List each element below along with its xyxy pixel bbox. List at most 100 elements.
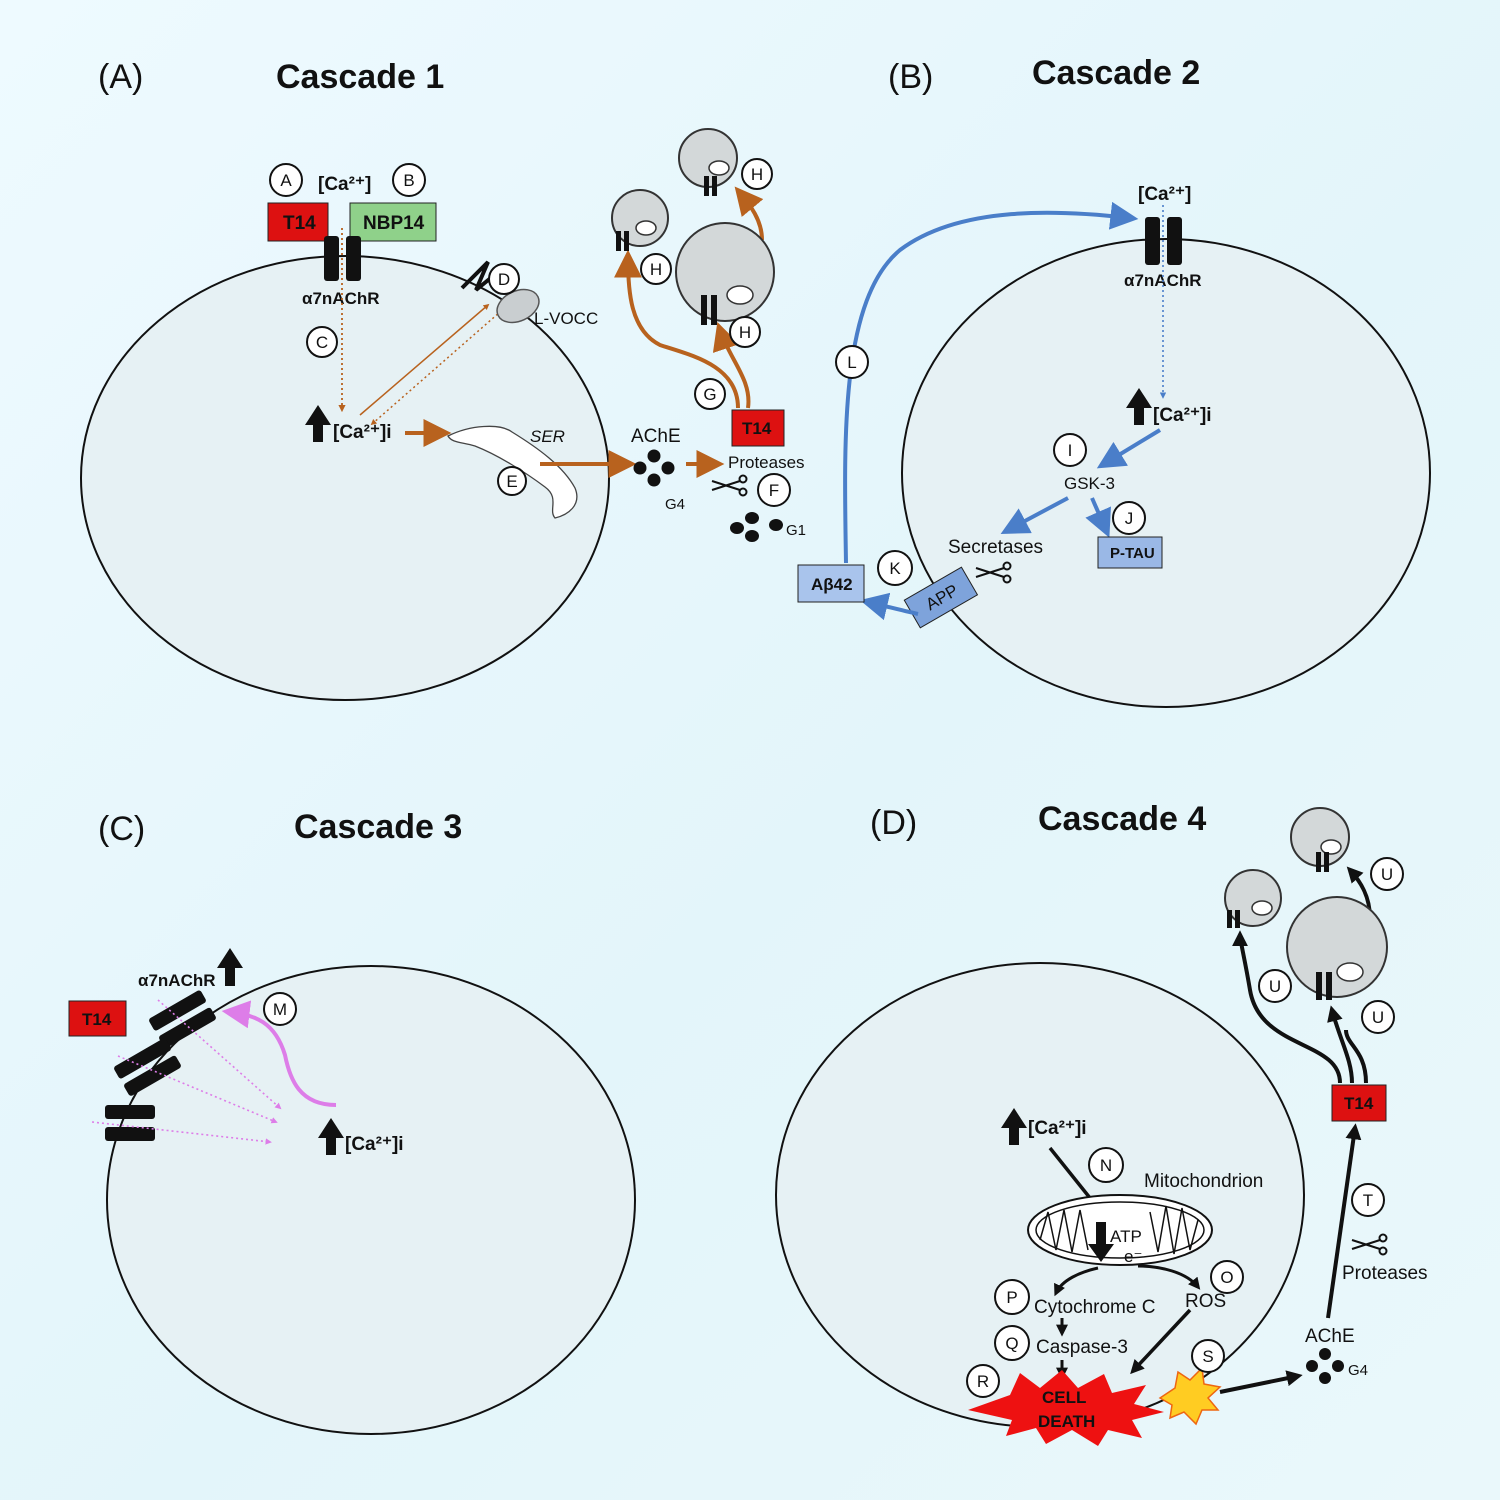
- step-markers: A B C D E F G H H H I J K L M N O P Q R …: [263, 158, 1404, 1398]
- arrow-gsk3-to-ptau: [1085, 497, 1111, 538]
- step-q: Q: [994, 1325, 1030, 1361]
- receptor-a7-a: [324, 236, 361, 281]
- g1-label: G1: [786, 522, 806, 539]
- step-p: P: [994, 1279, 1030, 1315]
- svg-text:I: I: [1068, 441, 1073, 460]
- gsk3-label: GSK-3: [1064, 474, 1115, 493]
- arrow-t14-to-cell1: [614, 249, 740, 409]
- ca-ext-b: [Ca²⁺]: [1138, 184, 1191, 205]
- panel-c: (C) Cascade 3 T14 α7nAChR [Ca²⁺]i: [68, 808, 636, 1435]
- secretases-label: Secretases: [948, 537, 1043, 558]
- t14-released-label-a: T14: [742, 419, 772, 438]
- up-arrow-icon: [217, 948, 243, 986]
- lvocc-label: L-VOCC: [534, 309, 598, 328]
- ache-g1-icon: [730, 512, 783, 542]
- svg-text:G: G: [703, 385, 716, 404]
- arrow-ab42-to-receptor: [843, 201, 1139, 564]
- step-e: E: [497, 466, 527, 496]
- step-n: N: [1088, 1147, 1124, 1183]
- ache-g4-icon: [1306, 1348, 1344, 1384]
- arrow-t14-to-cell2: [712, 322, 751, 409]
- svg-text:M: M: [273, 1000, 287, 1019]
- panel-d: (D) Cascade 4 [Ca²⁺]i Mitochondrion ATP …: [775, 800, 1428, 1446]
- cell-death-label-1: CELL: [1042, 1388, 1086, 1407]
- atp-label: ATP: [1110, 1227, 1142, 1246]
- arrow-t14-to-cell1-d: [1232, 930, 1342, 1084]
- arrow-to-cell3: [734, 186, 764, 241]
- ache-g4-icon: [633, 449, 675, 487]
- ptau-box: [1097, 536, 1163, 569]
- receptor-cluster-c: [105, 990, 216, 1141]
- ab42-label: Aβ42: [811, 575, 853, 594]
- step-u2: U: [1258, 969, 1292, 1003]
- t14-box-d: [1331, 1084, 1387, 1122]
- neighbour-cell-1: [611, 189, 669, 251]
- proteases-label-d: Proteases: [1342, 1263, 1428, 1284]
- t14-box-a: [267, 202, 329, 242]
- a7-label-a: α7nAChR: [302, 289, 380, 308]
- svg-text:B: B: [403, 171, 414, 190]
- ros-label: ROS: [1185, 1291, 1226, 1312]
- arrow-ros-to-death: [1130, 1308, 1192, 1375]
- panel-b: (B) Cascade 2 [Ca²⁺] α7nAChR [Ca²⁺]i GSK…: [797, 54, 1431, 708]
- svg-text:J: J: [1125, 509, 1134, 528]
- t14-label-d: T14: [1344, 1094, 1374, 1113]
- cell-death-burst: [968, 1370, 1164, 1446]
- ca-influx-arrows-c: [91, 999, 282, 1145]
- step-h2: H: [640, 253, 672, 285]
- step-r: R: [966, 1364, 1000, 1398]
- step-u3: U: [1361, 1000, 1395, 1034]
- arrow-to-lvocc: [359, 303, 490, 416]
- ca-ext-a: [Ca²⁺]: [318, 174, 371, 195]
- ache-label-a: AChE: [631, 426, 681, 447]
- svg-text:H: H: [650, 260, 662, 279]
- eminus-label: e⁻: [1124, 1247, 1142, 1266]
- arrow-ache-to-t14-d: [1326, 1123, 1362, 1319]
- neighbour-cell-1-d: [1224, 869, 1282, 928]
- svg-text:K: K: [889, 559, 901, 578]
- arrow-from-lvocc: [370, 311, 501, 426]
- svg-text:F: F: [769, 481, 779, 500]
- nbp14-label: NBP14: [363, 213, 425, 234]
- svg-text:H: H: [739, 323, 751, 342]
- step-u1: U: [1370, 857, 1404, 891]
- svg-text:Q: Q: [1005, 1334, 1018, 1353]
- arrow-gsk3-to-secretases: [1000, 496, 1069, 534]
- t14-label-c: T14: [82, 1010, 112, 1029]
- panel-c-title: Cascade 3: [294, 808, 462, 846]
- step-f: F: [757, 473, 791, 507]
- up-arrow-icon: [1001, 1108, 1027, 1145]
- step-t: T: [1351, 1183, 1385, 1217]
- arrow-mito-to-ros: [1137, 1264, 1201, 1290]
- svg-text:H: H: [751, 165, 763, 184]
- step-k: K: [877, 550, 913, 586]
- panel-d-tag: (D): [870, 804, 917, 842]
- svg-text:A: A: [280, 171, 292, 190]
- t14-released-box-a: [731, 409, 785, 447]
- svg-text:P: P: [1006, 1288, 1017, 1307]
- svg-text:U: U: [1372, 1008, 1384, 1027]
- step-h3: H: [729, 316, 761, 348]
- cell-b: [901, 238, 1431, 708]
- cytc-label: Cytochrome C: [1034, 1297, 1155, 1318]
- ca-int-d: [Ca²⁺]i: [1028, 1118, 1087, 1139]
- panel-b-title: Cascade 2: [1032, 54, 1200, 92]
- arrow-t14-to-cell2b-d: [1344, 1029, 1368, 1084]
- svg-text:C: C: [316, 333, 328, 352]
- step-g: G: [694, 378, 726, 410]
- casp3-label: Caspase-3: [1036, 1337, 1128, 1358]
- up-arrow-icon: [305, 405, 331, 442]
- svg-text:E: E: [506, 472, 517, 491]
- step-b: B: [392, 163, 426, 197]
- arrow-t14-to-cell2-d: [1327, 1005, 1354, 1084]
- step-a: A: [269, 163, 303, 197]
- step-s: S: [1191, 1339, 1225, 1373]
- step-j: J: [1112, 501, 1146, 535]
- svg-text:U: U: [1381, 865, 1393, 884]
- svg-text:L: L: [847, 353, 856, 372]
- cell-a: [80, 255, 610, 701]
- neighbour-cell-3-d: [1290, 807, 1350, 872]
- ab42-box: [797, 564, 865, 603]
- up-arrow-icon: [1126, 388, 1152, 425]
- panel-d-title: Cascade 4: [1038, 800, 1206, 838]
